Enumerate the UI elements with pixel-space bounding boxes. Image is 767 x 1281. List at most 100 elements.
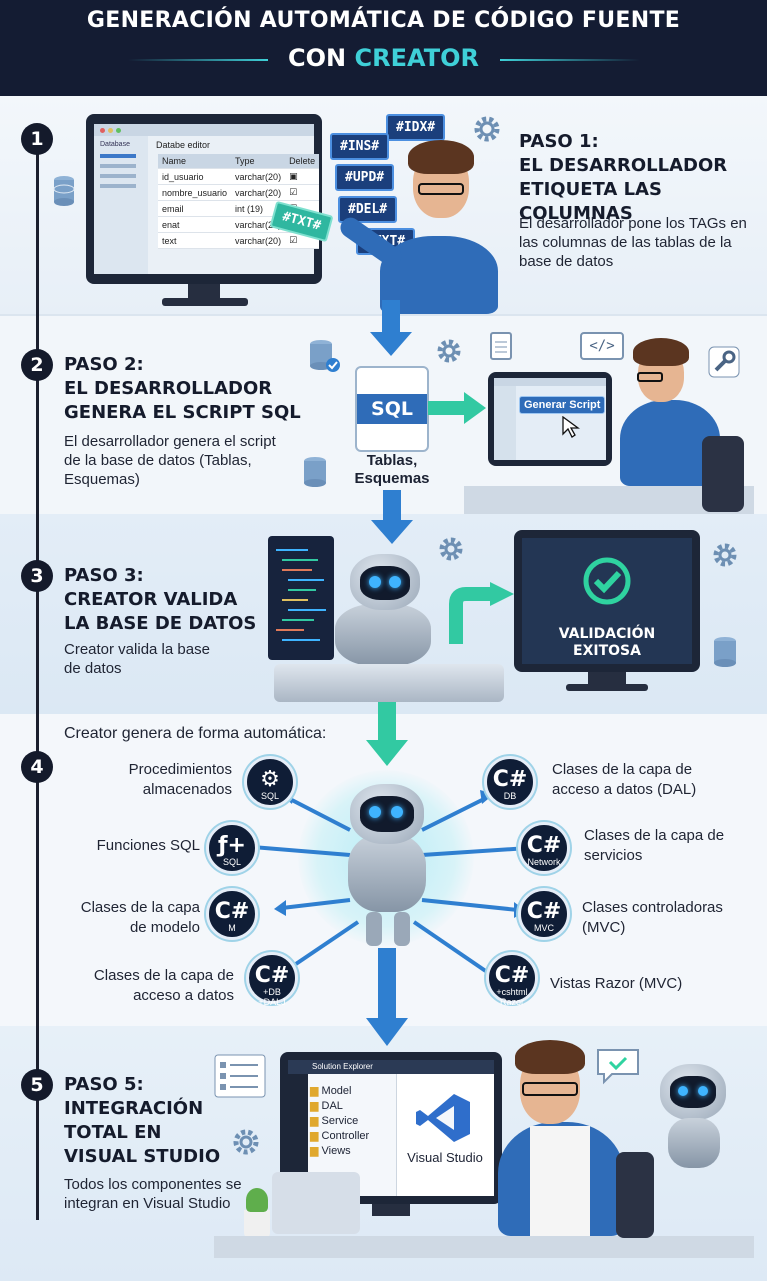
step2-title: PASO 2: EL DESARROLLADOR GENERA EL SCRIP… bbox=[64, 353, 301, 425]
step1-monitor: Database Databe editor Name Type Delete … bbox=[86, 114, 322, 284]
step5-title-line4: VISUAL STUDIO bbox=[64, 1146, 221, 1167]
page-title-line2: CON CREATOR bbox=[0, 44, 767, 72]
folder-item[interactable]: ▆ Views bbox=[310, 1144, 369, 1159]
monitor-stand bbox=[588, 672, 626, 684]
stored-procedures-icon: ⚙ SQL bbox=[244, 756, 296, 808]
column-header-type: Type bbox=[231, 154, 286, 169]
step3-title-line2: CREATOR VALIDA bbox=[64, 589, 238, 610]
cursor-icon bbox=[562, 416, 580, 438]
plant-icon bbox=[246, 1188, 268, 1212]
step3-description: Creator valida la base de datos bbox=[64, 641, 210, 677]
folder-icon: ▆ bbox=[310, 1100, 319, 1112]
step4-intro: Creator genera de forma automática: bbox=[64, 725, 327, 742]
data-access-classes-label: Clases de la capa de acceso a datos bbox=[93, 967, 234, 1004]
icon-glyph: ƒ+ bbox=[217, 833, 246, 858]
monitor-stand bbox=[372, 1204, 410, 1216]
column-header-name: Name bbox=[158, 154, 232, 169]
icon-glyph: C# bbox=[254, 963, 290, 988]
model-classes-icon: C# M bbox=[206, 888, 258, 940]
check-circle-icon bbox=[583, 557, 631, 605]
service-classes-icon: C# Network bbox=[518, 822, 570, 874]
icon-glyph: C# bbox=[494, 963, 530, 988]
sql-file-caption: Tablas, Esquemas bbox=[354, 452, 430, 487]
title-divider-right bbox=[500, 59, 640, 61]
gear-icon bbox=[439, 537, 463, 561]
arrow-down-icon bbox=[371, 490, 413, 544]
editor-title: Databe editor bbox=[156, 140, 211, 150]
delete-checkbox[interactable]: ▣ bbox=[285, 168, 320, 185]
icon-caption: SQL bbox=[260, 791, 279, 801]
desk bbox=[214, 1236, 754, 1258]
folder-icon: ▆ bbox=[310, 1115, 319, 1127]
icon-caption: SQL bbox=[222, 857, 241, 867]
step1-title: PASO 1: EL DESARROLLADOR ETIQUETA LAS CO… bbox=[519, 130, 767, 226]
icon-glyph: C# bbox=[526, 833, 562, 858]
icon-caption: +cshtml Razor bbox=[496, 987, 528, 1007]
monitor-base bbox=[566, 684, 648, 691]
wrench-icon bbox=[708, 346, 740, 378]
validation-line2: EXITOSA bbox=[573, 643, 641, 659]
icon-glyph: C# bbox=[526, 899, 562, 924]
page-header: GENERACIÓN AUTOMÁTICA DE CÓDIGO FUENTE C… bbox=[0, 0, 767, 96]
folder-label: DAL bbox=[321, 1100, 343, 1112]
gear-icon bbox=[233, 1129, 259, 1155]
icon-caption: M bbox=[228, 923, 236, 933]
step5-title-line3: TOTAL EN bbox=[64, 1122, 162, 1143]
controller-classes-label: Clases controladoras (MVC) bbox=[582, 899, 723, 936]
icon-glyph: C# bbox=[492, 767, 528, 792]
icon-caption: MVC bbox=[534, 923, 554, 933]
folder-icon: ▆ bbox=[310, 1145, 319, 1157]
sql-file-icon: SQL bbox=[355, 366, 429, 452]
database-icon bbox=[304, 457, 326, 487]
page-title-line1: GENERACIÓN AUTOMÁTICA DE CÓDIGO FUENTE bbox=[86, 8, 681, 33]
razor-views-icon: C# +cshtml Razor bbox=[486, 952, 538, 1007]
folder-item[interactable]: ▆ DAL bbox=[310, 1099, 369, 1114]
icon-glyph: C# bbox=[214, 899, 250, 924]
step3-title-line3: LA BASE DE DATOS bbox=[64, 613, 257, 634]
delete-checkbox[interactable]: ☑ bbox=[285, 184, 320, 201]
cell-type: varchar(20) bbox=[231, 168, 286, 185]
database-editor-window: Database Databe editor Name Type Delete … bbox=[94, 124, 320, 274]
timeline-line bbox=[36, 140, 39, 1220]
folder-item[interactable]: ▆ Controller bbox=[310, 1129, 369, 1144]
solution-explorer: ▆ Model ▆ DAL ▆ Service ▆ Controller ▆ V… bbox=[310, 1084, 369, 1159]
arrow-right-icon bbox=[449, 582, 514, 644]
step5-description: Todos los componentes se integran en Vis… bbox=[64, 1176, 242, 1212]
step5-title-line1: PASO 5: bbox=[64, 1074, 144, 1095]
step1-title-line2: EL DESARROLLADOR bbox=[519, 155, 728, 176]
database-icon bbox=[53, 176, 75, 206]
step5-number: 5 bbox=[21, 1069, 53, 1101]
validation-screen: VALIDACIÓN EXITOSA bbox=[522, 538, 692, 664]
tag-upd: #UPD# bbox=[335, 164, 395, 191]
step2-monitor bbox=[488, 372, 612, 466]
step2-description: El desarrollador genera el script de la … bbox=[64, 433, 276, 488]
folder-item[interactable]: ▆ Service bbox=[310, 1114, 369, 1129]
icon-caption: DB bbox=[503, 791, 517, 801]
editor-sidebar-title: Database bbox=[100, 141, 130, 148]
stored-procedures-label: Procedimientos almacenados bbox=[128, 761, 232, 798]
step5-title: PASO 5: INTEGRACIÓN TOTAL EN VISUAL STUD… bbox=[64, 1073, 220, 1169]
step2-title-line2: EL DESARROLLADOR bbox=[64, 378, 273, 399]
sql-functions-icon: ƒ+ SQL bbox=[206, 822, 258, 874]
monitor-base bbox=[162, 298, 248, 306]
step5-title-line2: INTEGRACIÓN bbox=[64, 1098, 204, 1119]
title-prefix: CON bbox=[288, 44, 355, 72]
gear-icon bbox=[474, 116, 500, 142]
generar-script-button[interactable]: Generar Script bbox=[519, 396, 606, 414]
keyboard bbox=[274, 664, 504, 702]
step3-title-line1: PASO 3: bbox=[64, 565, 144, 586]
cell-type: int (19) bbox=[231, 200, 286, 217]
step1-title-line3: ETIQUETA LAS COLUMNAS bbox=[519, 179, 662, 224]
model-classes-label: Clases de la capa de modelo bbox=[80, 899, 200, 936]
chat-check-icon bbox=[597, 1049, 639, 1085]
validation-monitor: VALIDACIÓN EXITOSA bbox=[514, 530, 700, 672]
data-access-classes-icon: C# +DB +DALJ bbox=[246, 952, 298, 1007]
folder-item[interactable]: ▆ Model bbox=[310, 1084, 369, 1099]
icon-caption: +DB +DALJ bbox=[258, 987, 286, 1007]
step1-title-line1: PASO 1: bbox=[519, 131, 599, 152]
step2-title-line1: PASO 2: bbox=[64, 354, 144, 375]
arrow-down-icon bbox=[370, 300, 412, 356]
